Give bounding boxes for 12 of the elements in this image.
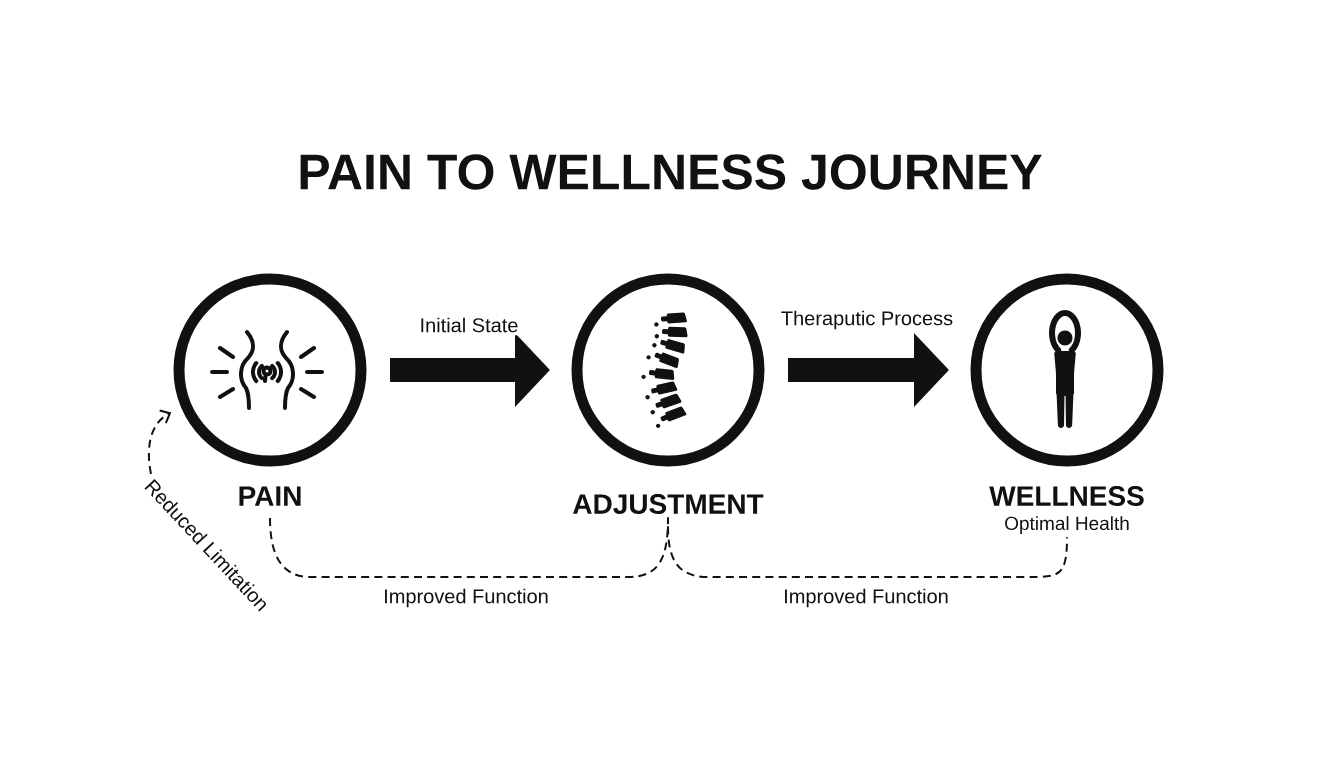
dashed-connector [269,516,669,578]
step-title: WELLNESS [989,486,1144,506]
edge-label: Initial State [416,314,522,336]
dashed-connector [667,525,1068,578]
edge-label: Improved Function [780,585,952,611]
step-subtitle: Optimal Health [1005,516,1129,534]
title: PAIN TO WELLNESS JOURNEY [300,154,1042,190]
edge-label: Improved Function [380,585,552,611]
edge-label: Theraputic Process [777,307,957,333]
step-title: PAIN [239,486,301,506]
step-title: ADJUSTMENT [573,494,764,514]
dashed-arrow [147,409,172,475]
